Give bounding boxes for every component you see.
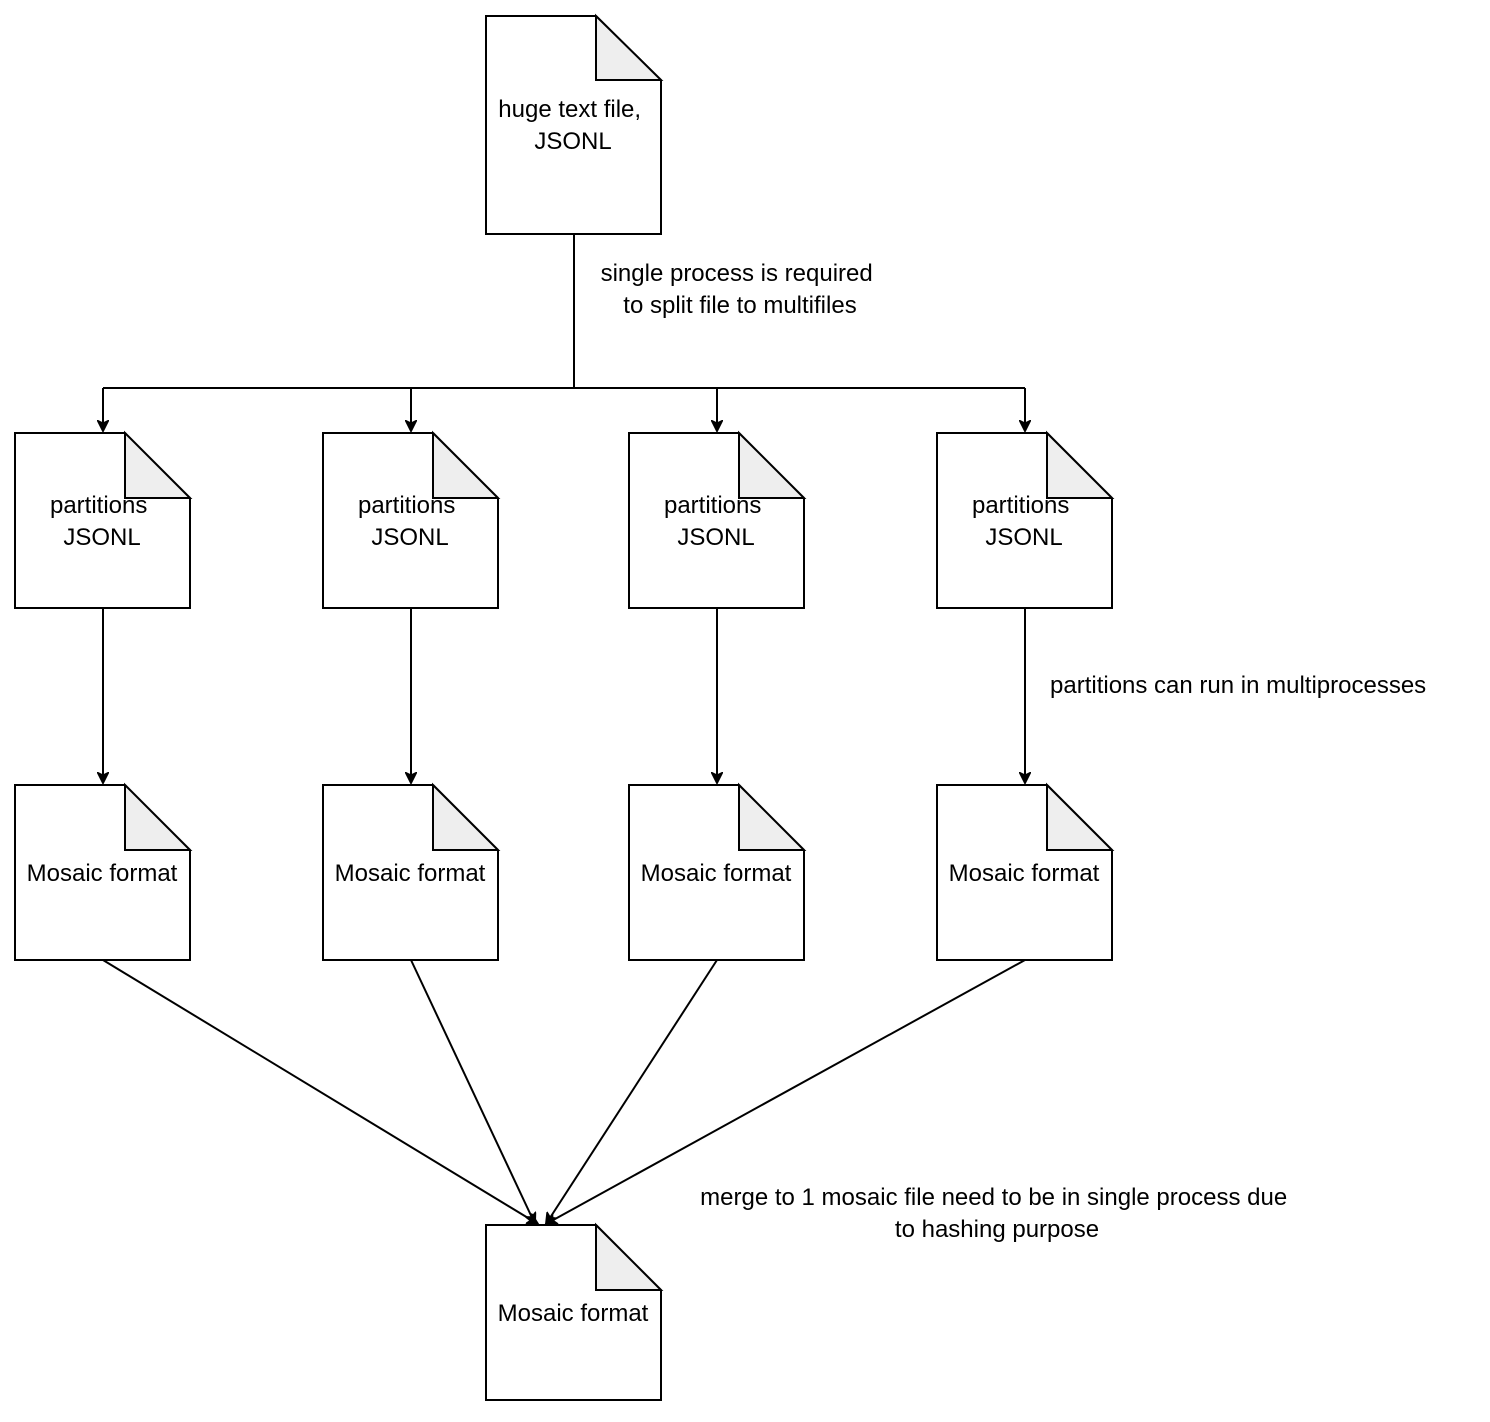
document-icon <box>936 432 1113 609</box>
node-label: Mosaic format <box>498 1300 649 1327</box>
node-label: partitions JSONL <box>358 492 462 551</box>
document-icon <box>485 15 662 235</box>
node-label: Mosaic format <box>949 860 1100 887</box>
node-source-file: huge text file, JSONL <box>485 13 664 235</box>
node-label: partitions JSONL <box>50 492 154 551</box>
edges <box>103 235 1025 1224</box>
note-line: to split file to multifiles <box>623 292 856 319</box>
edge-mosaic-1-to-merged <box>102 959 538 1224</box>
document-fold <box>1046 430 1115 499</box>
node-label-line: partitions <box>50 492 147 519</box>
node-label-line: partitions <box>972 492 1069 519</box>
document-fold <box>432 782 501 851</box>
document-fold <box>124 430 193 499</box>
node-partition-2: partitions JSONL <box>322 430 501 609</box>
document-icon <box>628 432 805 609</box>
document-fold <box>595 1222 664 1291</box>
edge-mosaic-4-to-merged <box>546 959 1026 1224</box>
document-fold <box>595 13 664 81</box>
document-icon <box>322 432 499 609</box>
node-merged-mosaic: Mosaic format <box>485 1222 664 1401</box>
node-label-line: JSONL <box>63 524 140 551</box>
node-label-line: Mosaic format <box>641 860 792 887</box>
node-mosaic-2: Mosaic format <box>322 782 501 961</box>
node-mosaic-3: Mosaic format <box>628 782 807 961</box>
node-partition-1: partitions JSONL <box>14 430 193 609</box>
node-label-line: Mosaic format <box>335 860 486 887</box>
node-label-line: JSONL <box>534 128 611 155</box>
edge-mosaic-2-to-merged <box>410 959 535 1224</box>
document-fold <box>1046 782 1115 851</box>
node-mosaic-1: Mosaic format <box>14 782 193 961</box>
node-label-line: JSONL <box>371 524 448 551</box>
edge-mosaic-3-to-merged <box>546 959 718 1224</box>
node-label-line: Mosaic format <box>27 860 178 887</box>
node-mosaic-4: Mosaic format <box>936 782 1115 961</box>
document-icon <box>14 432 191 609</box>
node-partition-3: partitions JSONL <box>628 430 807 609</box>
note-split: single process is required to split file… <box>601 260 880 319</box>
node-label: Mosaic format <box>641 860 792 887</box>
node-label: partitions JSONL <box>664 492 768 551</box>
document-fold <box>124 782 193 851</box>
node-label-line: partitions <box>358 492 455 519</box>
node-label: Mosaic format <box>335 860 486 887</box>
note-line: to hashing purpose <box>895 1216 1099 1243</box>
note-merge: merge to 1 mosaic file need to be in sin… <box>700 1184 1294 1243</box>
node-label: huge text file, JSONL <box>498 96 647 155</box>
node-label-line: partitions <box>664 492 761 519</box>
node-label-line: Mosaic format <box>498 1300 649 1327</box>
note-line: partitions can run in multiprocesses <box>1050 672 1426 699</box>
note-line: merge to 1 mosaic file need to be in sin… <box>700 1184 1287 1211</box>
note-parallel: partitions can run in multiprocesses <box>1050 672 1426 699</box>
node-label-line: JSONL <box>985 524 1062 551</box>
document-fold <box>432 430 501 499</box>
document-fold <box>738 430 807 499</box>
node-partition-4: partitions JSONL <box>936 430 1115 609</box>
node-label: Mosaic format <box>27 860 178 887</box>
node-label-line: huge text file, <box>498 96 641 123</box>
node-label-line: JSONL <box>677 524 754 551</box>
node-label: partitions JSONL <box>972 492 1076 551</box>
document-fold <box>738 782 807 851</box>
note-line: single process is required <box>601 260 873 287</box>
node-label-line: Mosaic format <box>949 860 1100 887</box>
